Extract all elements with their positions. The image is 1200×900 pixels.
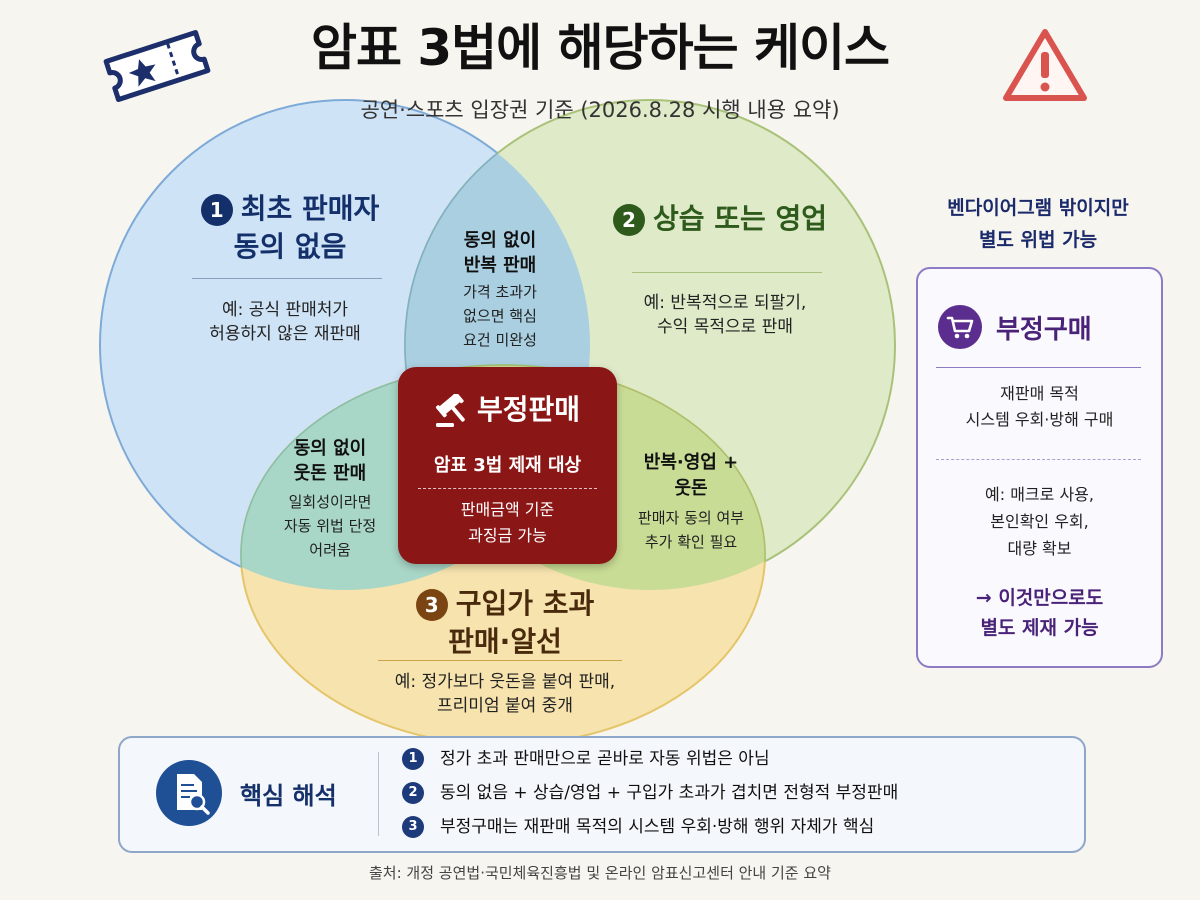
set3-description: 예: 정가보다 웃돈을 붙여 판매, 프리미엄 붙여 중개 — [340, 670, 670, 718]
core-desc-line1: 판매금액 기준 — [460, 500, 555, 519]
key-point-number: 3 — [402, 816, 424, 838]
set2-title: 상습 또는 영업 — [652, 202, 828, 235]
overlap23-label: 반복·영업 + 웃돈 판매자 동의 여부 추가 확인 필요 — [614, 450, 768, 554]
set2-desc-line1: 예: 반복적으로 되팔기, — [643, 293, 807, 313]
set3-title-line2: 판매·알선 — [448, 625, 562, 658]
overlap23-title-line2: 웃돈 — [674, 478, 708, 499]
overlap13-desc-line1: 일회성이라면 — [288, 493, 372, 511]
key-point-item: 3 부정구매는 재판매 목적의 시스템 우회·방해 행위 자체가 핵심 — [402, 810, 1072, 844]
document-search-icon — [156, 760, 222, 826]
side-box-header: 부정구매 — [938, 303, 1141, 351]
side-heading-line1: 벤다이어그램 밖이지만 — [947, 197, 1129, 219]
key-point-item: 2 동의 없음 + 상습/영업 + 구입가 초과가 겹치면 전형적 부정판매 — [402, 776, 1072, 810]
set3-desc-line2: 프리미엄 붙여 중개 — [437, 696, 573, 716]
side-heading: 벤다이어그램 밖이지만 별도 위법 가능 — [900, 192, 1176, 256]
core-box: 부정판매 암표 3법 제재 대상 판매금액 기준 과징금 가능 — [398, 367, 617, 564]
set3-desc-line1: 예: 정가보다 웃돈을 붙여 판매, — [394, 672, 616, 692]
overlap13-desc-line3: 어려움 — [309, 541, 351, 559]
set3-divider — [378, 660, 622, 661]
overlap12-desc-line2: 없으면 핵심 — [463, 307, 537, 325]
set3-number-badge: 3 — [415, 589, 448, 621]
source-footer: 출처: 개정 공연법·국민체육진흥법 및 온라인 암표신고센터 안내 기준 요약 — [369, 864, 831, 882]
set1-divider — [192, 278, 382, 279]
gavel-icon — [435, 391, 465, 427]
side-desc-line1: 재판매 목적 — [1000, 384, 1079, 403]
overlap13-title-line2: 웃돈 판매 — [293, 463, 367, 484]
set1-title-line1: 최초 판매자 — [240, 192, 380, 225]
overlap23-desc-line1: 판매자 동의 여부 — [637, 509, 745, 527]
side-conclusion-line2: 별도 제재 가능 — [980, 617, 1099, 639]
set3-title-line1: 구입가 초과 — [455, 587, 595, 620]
key-point-text: 정가 초과 판매만으로 곧바로 자동 위법은 아님 — [440, 749, 770, 769]
core-desc-line2: 과징금 가능 — [468, 526, 547, 545]
overlap23-desc-line2: 추가 확인 필요 — [644, 533, 738, 551]
core-divider — [418, 488, 597, 489]
key-point-number: 1 — [402, 748, 424, 770]
set1-title-line2: 동의 없음 — [233, 230, 347, 263]
set1-number-badge: 1 — [200, 194, 233, 226]
side-box-title: 부정구매 — [996, 315, 1092, 345]
set1-desc-line1: 예: 공식 판매처가 — [221, 300, 348, 320]
page-title: 암표 3법에 해당하는 케이스 — [310, 19, 890, 77]
set2-number-badge: 2 — [612, 204, 645, 236]
overlap13-label: 동의 없이 웃돈 판매 일회성이라면 자동 위법 단정 어려움 — [262, 436, 398, 562]
set1-description: 예: 공식 판매처가 허용하지 않은 재판매 — [160, 298, 410, 346]
overlap23-title-line1: 반복·영업 + — [643, 452, 739, 473]
core-subtitle: 암표 3법 제재 대상 — [433, 455, 582, 476]
overlap12-desc-line3: 요건 미완성 — [463, 331, 537, 349]
overlap13-desc-line2: 자동 위법 단정 — [283, 517, 377, 535]
page-subtitle: 공연·스포츠 입장권 기준 (2026.8.28 시행 내용 요약) — [360, 98, 840, 122]
overlap12-label: 동의 없이 반복 판매 가격 초과가 없으면 핵심 요건 미완성 — [438, 228, 562, 352]
side-desc-line2: 시스템 우회·방해 구매 — [965, 410, 1114, 429]
side-box-divider — [936, 367, 1141, 368]
cart-icon — [938, 305, 982, 349]
key-point-number: 2 — [402, 782, 424, 804]
side-example-line1: 예: 매크로 사용, — [985, 485, 1094, 504]
key-points-box: 핵심 해석 1 정가 초과 판매만으로 곧바로 자동 위법은 아님 2 동의 없음 … — [118, 736, 1086, 853]
key-point-text: 동의 없음 + 상습/영업 + 구입가 초과가 겹치면 전형적 부정판매 — [440, 783, 899, 803]
overlap12-title-line2: 반복 판매 — [463, 255, 537, 276]
set2-description: 예: 반복적으로 되팔기, 수익 목적으로 판매 — [600, 291, 850, 339]
ticket-icon — [103, 29, 211, 103]
core-title: 부정판매 — [476, 393, 581, 426]
key-point-item: 1 정가 초과 판매만으로 곧바로 자동 위법은 아님 — [402, 742, 1072, 776]
set2-desc-line2: 수익 목적으로 판매 — [657, 317, 793, 337]
overlap13-title-line1: 동의 없이 — [293, 438, 367, 459]
key-point-text: 부정구매는 재판매 목적의 시스템 우회·방해 행위 자체가 핵심 — [440, 817, 875, 837]
set1-desc-line2: 허용하지 않은 재판매 — [209, 324, 361, 344]
overlap12-title-line1: 동의 없이 — [463, 230, 537, 251]
side-box-dashed-divider — [936, 459, 1141, 460]
side-example-line2: 본인확인 우회, — [990, 512, 1089, 531]
side-example-line3: 대량 확보 — [1007, 539, 1072, 558]
illegal-purchase-box: 부정구매 재판매 목적 시스템 우회·방해 구매 예: 매크로 사용, 본인확인… — [916, 267, 1163, 668]
warning-icon — [1003, 29, 1087, 101]
overlap12-desc-line1: 가격 초과가 — [463, 283, 537, 301]
key-points-separator — [378, 752, 379, 836]
side-heading-line2: 별도 위법 가능 — [978, 229, 1098, 251]
set2-divider — [632, 272, 822, 273]
key-points-label: 핵심 해석 — [240, 782, 337, 810]
side-conclusion-line1: → 이것만으로도 — [975, 587, 1104, 609]
key-points-list: 1 정가 초과 판매만으로 곧바로 자동 위법은 아님 2 동의 없음 + 상습/영… — [402, 742, 1072, 844]
